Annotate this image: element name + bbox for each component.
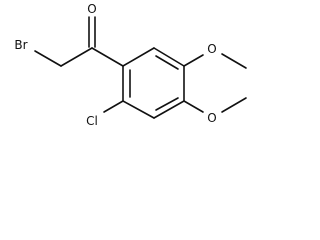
methylene-to-bromine-bond <box>34 50 62 67</box>
ring-to-chlorine-bond <box>103 100 124 113</box>
oxygen-to-methyl-bond <box>221 53 247 69</box>
atom-label-methoxy-oxygen-1: O <box>207 42 216 56</box>
ring-to-oxygen-bond <box>183 54 204 67</box>
carbonyl-to-methylene-bond <box>60 47 93 67</box>
atom-label-chlorine: Cl <box>86 114 98 128</box>
chemical-structure: O Br Cl O O <box>14 2 247 128</box>
oxygen-to-methyl-bond <box>221 97 247 113</box>
ring-to-oxygen-bond <box>183 100 204 113</box>
atom-label-carbonyl-oxygen: O <box>87 2 96 16</box>
ring-to-carbonyl-bond <box>91 47 124 67</box>
ring-bond <box>153 47 185 67</box>
ring-bond <box>122 47 155 67</box>
atom-label-methoxy-oxygen-2: O <box>207 111 216 125</box>
ring-bond <box>122 100 155 119</box>
ring-bond <box>153 100 185 119</box>
ring-double-bond <box>155 55 179 70</box>
atom-label-bromine: Br <box>14 38 27 52</box>
ring-double-bond <box>155 97 179 111</box>
